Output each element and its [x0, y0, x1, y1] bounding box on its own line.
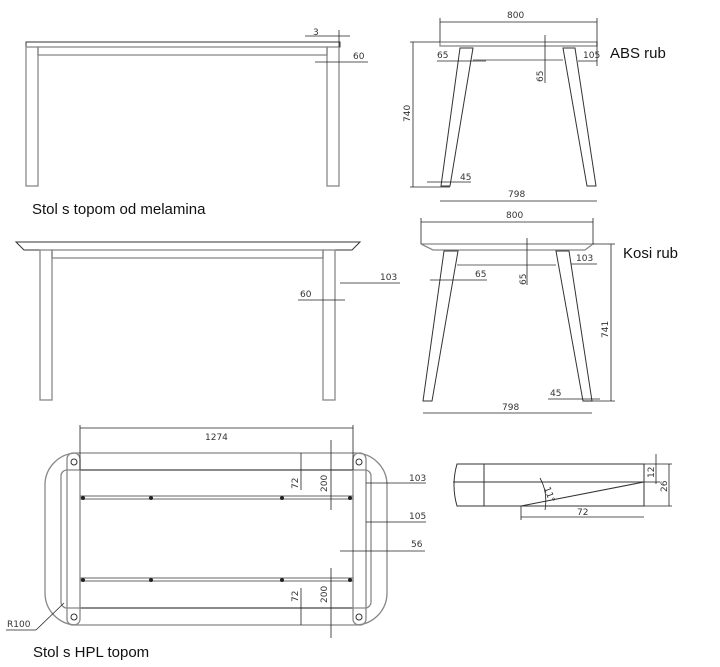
dim-height: 740	[403, 105, 413, 122]
table-top	[420, 243, 595, 251]
dim-length: 1274	[205, 433, 228, 443]
dim-width: 800	[506, 211, 523, 221]
leg-pad	[355, 613, 363, 621]
edge-profile	[453, 463, 645, 507]
dim-top-offset: 103	[380, 273, 397, 283]
dim-thickness: 12	[647, 467, 657, 478]
rail-screws	[81, 496, 352, 582]
bevel-edge-label: Kosi rub	[623, 245, 678, 262]
hpl-side-view: 103 60	[14, 241, 400, 401]
abs-front-view: 800 740 798 65 105 65 45 ABS rub	[403, 11, 666, 202]
end-frame-left	[66, 452, 81, 626]
dim-offset-103: 103	[409, 474, 426, 484]
dim-offset-105: 105	[409, 512, 426, 522]
table-top	[14, 241, 362, 251]
dim-foot-span: 798	[508, 190, 525, 200]
table-top-outline	[44, 452, 388, 626]
dim-overhang: 3	[313, 28, 319, 38]
rail-top	[80, 495, 354, 500]
leg-right	[326, 46, 340, 187]
dim-rail-height: 65	[519, 274, 529, 285]
dim-edge-offset: 105	[583, 51, 600, 61]
dim-height: 741	[601, 321, 611, 338]
dim-foot-span: 798	[502, 403, 519, 413]
leg-pad	[70, 613, 78, 621]
radius-leader	[35, 602, 65, 631]
bevel-front-view: 800 741 798 65 65 103 45 Kosi rub	[420, 211, 678, 414]
leg-pad	[355, 458, 363, 466]
rail	[37, 46, 328, 56]
rail-bottom	[80, 577, 354, 582]
dim-leg-top: 65	[475, 270, 486, 280]
dim-leg-foot: 45	[550, 389, 561, 399]
angle-arc	[539, 477, 547, 511]
dim-edge-offset: 103	[576, 254, 593, 264]
dim-width: 800	[507, 11, 524, 21]
dim-rail-height: 65	[536, 71, 546, 82]
hpl-table-label: Stol s HPL topom	[33, 644, 149, 661]
leg-right	[322, 249, 336, 401]
leg-left	[440, 47, 474, 187]
leg-left	[25, 46, 39, 187]
dim-rail-offset-bottom: 72	[291, 591, 301, 602]
melamine-table-label: Stol s topom od melamina	[32, 201, 206, 218]
dim-leg-foot: 45	[460, 173, 471, 183]
leg-right	[562, 47, 597, 187]
plan-view: 1274 72 200 72 200 103 105 56 R100 Stol …	[6, 425, 426, 661]
dim-radius: R100	[7, 620, 31, 630]
dim-leg-width: 60	[300, 290, 312, 300]
dim-leg-top: 65	[437, 51, 448, 61]
melamine-side-view: 3 60 Stol s topom od melamina	[25, 28, 368, 218]
end-frame-right	[352, 452, 367, 626]
leg-left	[39, 249, 53, 401]
bevel-line	[520, 481, 645, 507]
leg-left	[422, 250, 459, 402]
edge-detail: 11° 72 12 26	[453, 454, 672, 520]
dim-leg-width: 60	[353, 52, 365, 62]
rail	[51, 249, 324, 259]
dim-offset-56: 56	[411, 540, 423, 550]
table-top	[439, 41, 598, 47]
leg-right	[555, 250, 593, 402]
dim-rail-span-bottom: 200	[320, 586, 330, 603]
dim-total: 26	[660, 480, 670, 492]
dim-bevel-length: 72	[577, 508, 588, 518]
dim-rail-span-top: 200	[320, 475, 330, 492]
table-top	[25, 41, 341, 48]
leg-pad	[70, 458, 78, 466]
abs-edge-label: ABS rub	[610, 45, 666, 62]
dim-rail-offset-top: 72	[291, 478, 301, 489]
